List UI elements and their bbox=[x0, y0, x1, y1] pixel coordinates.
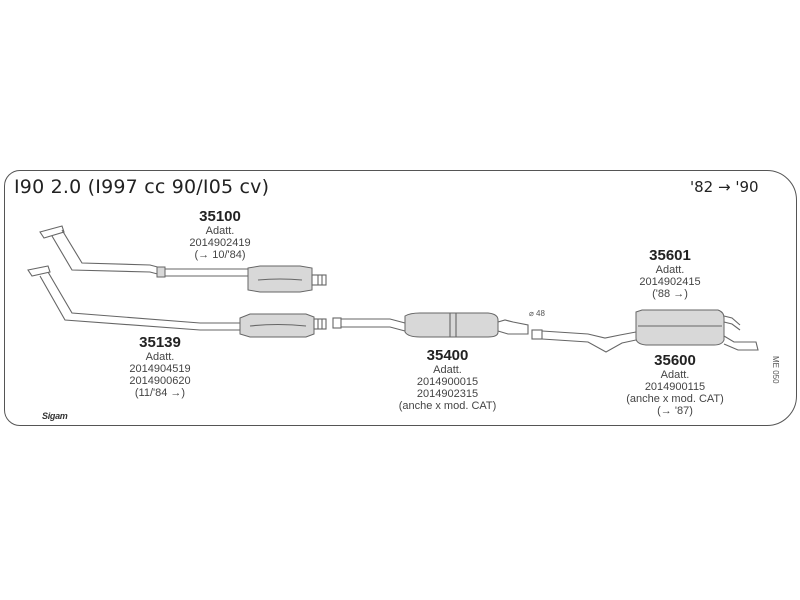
part-date-range: (→ 10/'84) bbox=[194, 249, 246, 261]
part-note: Adatt. bbox=[433, 364, 462, 376]
page-title: I90 2.0 (I997 cc 90/I05 cv) bbox=[14, 176, 270, 198]
part-date-range: (11/'84 →) bbox=[134, 387, 186, 399]
part-label-35139: 35139 Adatt. 2014904519 2014900620 (11/'… bbox=[110, 334, 210, 399]
part-code: 2014904519 bbox=[129, 363, 191, 375]
part-code: 2014902415 bbox=[639, 276, 701, 288]
part-number: 35400 bbox=[426, 347, 469, 364]
year-range: '82 → '90 bbox=[690, 178, 759, 196]
part-note: Adatt. bbox=[205, 225, 235, 237]
part-label-35400: 35400 Adatt. 2014900015 2014902315 (anch… bbox=[385, 347, 510, 412]
part-code: 2014900115 bbox=[644, 381, 706, 393]
part-date-range: (→ '87) bbox=[657, 405, 693, 417]
rear-silencer-35600 bbox=[531, 309, 759, 353]
part-number: 35601 bbox=[649, 247, 691, 264]
brand-logo: Sigam bbox=[42, 411, 68, 421]
part-code: 2014902419 bbox=[189, 237, 251, 249]
part-code: 2014900620 bbox=[129, 375, 191, 387]
part-label-35601: 35601 Adatt. 2014902415 ('88 →) bbox=[615, 247, 725, 300]
part-code: 2014902315 bbox=[416, 388, 479, 400]
part-number: 35139 bbox=[139, 334, 181, 351]
part-date-range: ('88 →) bbox=[652, 288, 688, 300]
part-code: 2014900015 bbox=[416, 376, 479, 388]
part-note: Adatt. bbox=[145, 351, 175, 363]
diagram-panel bbox=[4, 170, 797, 426]
part-remark: (anche x mod. CAT) bbox=[626, 393, 724, 405]
part-label-35100: 35100 Adatt. 2014902419 (→ 10/'84) bbox=[170, 208, 270, 261]
part-label-35600: 35600 Adatt. 2014900115 (anche x mod. CA… bbox=[610, 352, 740, 417]
part-number: 35600 bbox=[654, 352, 696, 369]
front-pipe-35139 bbox=[27, 265, 327, 338]
diameter-label: ⌀ 48 bbox=[529, 309, 545, 318]
part-note: Adatt. bbox=[655, 264, 685, 276]
part-remark: (anche x mod. CAT) bbox=[398, 400, 497, 412]
part-note: Adatt. bbox=[660, 369, 690, 381]
diagram-code: ME 050 bbox=[771, 356, 780, 384]
part-number: 35100 bbox=[199, 208, 241, 225]
front-pipe-35100 bbox=[39, 225, 327, 293]
centre-silencer-35400 bbox=[332, 312, 529, 338]
